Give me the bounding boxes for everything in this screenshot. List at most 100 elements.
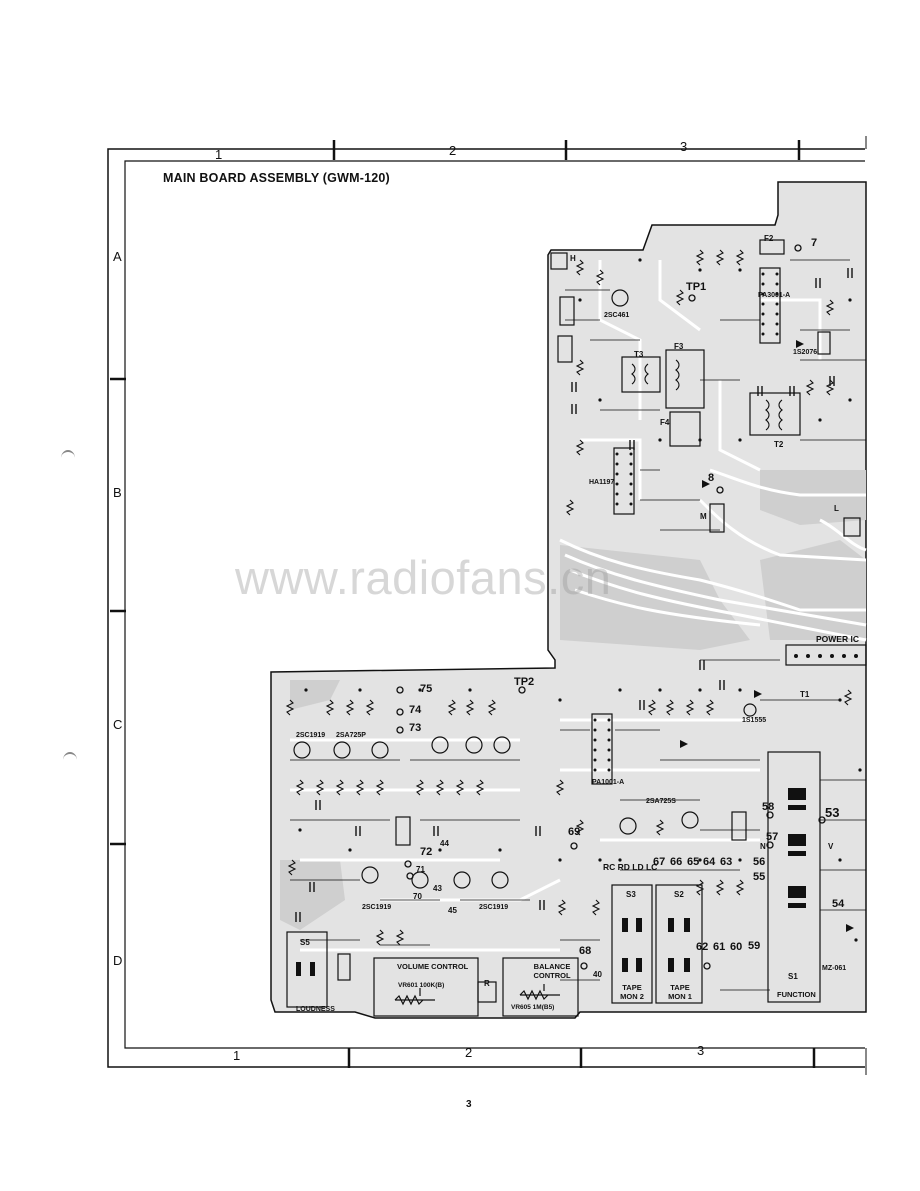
label-s1: S1 bbox=[788, 972, 798, 981]
terminal-40: 40 bbox=[593, 970, 602, 979]
capacitors bbox=[295, 268, 853, 922]
label-d-1s2076: 1S2076 bbox=[793, 349, 818, 356]
terminal-65: 65 bbox=[687, 856, 700, 868]
terminal-66: 66 bbox=[670, 856, 683, 868]
label-v: V bbox=[828, 842, 834, 851]
watermark-text: www.radiofans.cn bbox=[235, 551, 612, 604]
label-tape-mon-2: TAPE MON 2 bbox=[620, 983, 644, 1001]
terminal-58: 58 bbox=[762, 801, 775, 813]
page-number: 3 bbox=[466, 1099, 472, 1110]
label-vr605: VR605 1M(B5) bbox=[511, 1004, 555, 1011]
label-ic-pa1001: PA1001-A bbox=[592, 779, 625, 786]
terminal-53: 53 bbox=[825, 805, 840, 820]
potentiometers bbox=[394, 984, 560, 1006]
punch-hole-mark bbox=[63, 752, 77, 768]
switch-contacts bbox=[296, 788, 806, 976]
terminal-8: 8 bbox=[708, 472, 715, 484]
label-s2: S2 bbox=[674, 890, 684, 899]
terminal-63: 63 bbox=[720, 856, 733, 868]
terminal-56: 56 bbox=[753, 856, 766, 868]
punch-hole-mark bbox=[61, 450, 75, 466]
label-m: M bbox=[700, 512, 707, 521]
terminal-44: 44 bbox=[440, 839, 449, 848]
label-h: H bbox=[570, 254, 576, 263]
terminal-67: 67 bbox=[653, 856, 666, 868]
label-f4: F4 bbox=[660, 418, 670, 427]
label-volume-control: VOLUME CONTROL bbox=[397, 962, 469, 971]
label-tr-2sc461: 2SC461 bbox=[604, 312, 630, 319]
label-loudness: LOUDNESS bbox=[296, 1006, 335, 1013]
label-t1: T1 bbox=[800, 690, 810, 699]
transformer-windings bbox=[631, 359, 783, 431]
grid-row-a: A bbox=[113, 249, 122, 264]
label-tr-2sc1919-c: 2SC1919 bbox=[479, 904, 509, 911]
terminal-43: 43 bbox=[433, 884, 442, 893]
terminal-68: 68 bbox=[579, 945, 592, 957]
terminal-45: 45 bbox=[448, 906, 457, 915]
test-points bbox=[396, 244, 826, 970]
component-outlines bbox=[286, 239, 867, 1017]
label-tp2: TP2 bbox=[514, 676, 535, 688]
label-t2: T2 bbox=[774, 440, 784, 449]
label-r: R bbox=[484, 979, 490, 988]
wiring bbox=[290, 259, 866, 991]
label-f2: F2 bbox=[764, 234, 774, 243]
grid-col-2-bottom: 2 bbox=[465, 1045, 473, 1060]
grid-row-c: C bbox=[113, 717, 123, 732]
terminal-73: 73 bbox=[409, 722, 422, 734]
label-jack-row: RC RD LD LC bbox=[603, 862, 658, 872]
label-l: L bbox=[834, 504, 839, 513]
terminal-64: 64 bbox=[703, 856, 716, 868]
terminal-72: 72 bbox=[420, 846, 433, 858]
grid-row-b: B bbox=[113, 485, 122, 500]
label-ic-ha1197: HA1197 bbox=[589, 479, 615, 486]
terminal-69: 69 bbox=[568, 826, 581, 838]
terminal-55: 55 bbox=[753, 871, 766, 883]
label-balance-control: BALANCE CONTROL bbox=[533, 962, 571, 980]
terminal-59: 59 bbox=[748, 940, 761, 952]
diodes bbox=[680, 340, 854, 932]
label-f3: F3 bbox=[674, 342, 684, 351]
transistors bbox=[293, 289, 757, 889]
grid-dividers bbox=[110, 140, 816, 1068]
label-ic-pa3001: PA3001-A bbox=[758, 292, 791, 299]
label-mz061: MZ-061 bbox=[822, 965, 847, 972]
label-n: N bbox=[760, 842, 766, 851]
label-power-ic: POWER IC bbox=[816, 634, 859, 644]
terminal-74: 74 bbox=[409, 704, 422, 716]
label-tr-2sc1919-a: 2SC1919 bbox=[296, 732, 326, 739]
label-d-1s1555: 1S1555 bbox=[742, 717, 767, 724]
label-tr-2sa725p: 2SA725P bbox=[336, 732, 366, 739]
resistors bbox=[285, 249, 853, 946]
drawing-frame bbox=[107, 136, 867, 1075]
grid-col-3-bottom: 3 bbox=[697, 1043, 705, 1058]
terminal-57: 57 bbox=[766, 831, 779, 843]
label-tr-2sa725s: 2SA725S bbox=[646, 798, 676, 805]
terminal-62: 62 bbox=[696, 941, 709, 953]
solder-dots bbox=[298, 258, 862, 942]
grid-col-1-top: 1 bbox=[215, 147, 223, 162]
terminal-7: 7 bbox=[811, 237, 818, 249]
terminal-61: 61 bbox=[713, 941, 726, 953]
ic-pins bbox=[593, 272, 858, 772]
label-tp1: TP1 bbox=[686, 281, 707, 293]
terminal-71: 71 bbox=[416, 865, 425, 874]
label-s3: S3 bbox=[626, 890, 636, 899]
grid-col-2-top: 2 bbox=[449, 143, 457, 158]
label-t3: T3 bbox=[634, 350, 644, 359]
grid-col-3-top: 3 bbox=[680, 139, 688, 154]
label-function: FUNCTION bbox=[777, 990, 816, 999]
terminal-54: 54 bbox=[832, 898, 845, 910]
label-s5: S5 bbox=[300, 938, 310, 947]
terminal-60: 60 bbox=[730, 941, 743, 953]
terminal-75: 75 bbox=[420, 683, 433, 695]
grid-col-1-bottom: 1 bbox=[233, 1048, 241, 1063]
terminal-70: 70 bbox=[413, 892, 422, 901]
grid-row-d: D bbox=[113, 953, 123, 968]
page-title: MAIN BOARD ASSEMBLY (GWM-120) bbox=[163, 171, 390, 185]
label-tape-mon-1: TAPE MON 1 bbox=[668, 983, 692, 1001]
label-tr-2sc1919-b: 2SC1919 bbox=[362, 904, 392, 911]
label-vr601: VR601 100K(B) bbox=[398, 982, 445, 989]
